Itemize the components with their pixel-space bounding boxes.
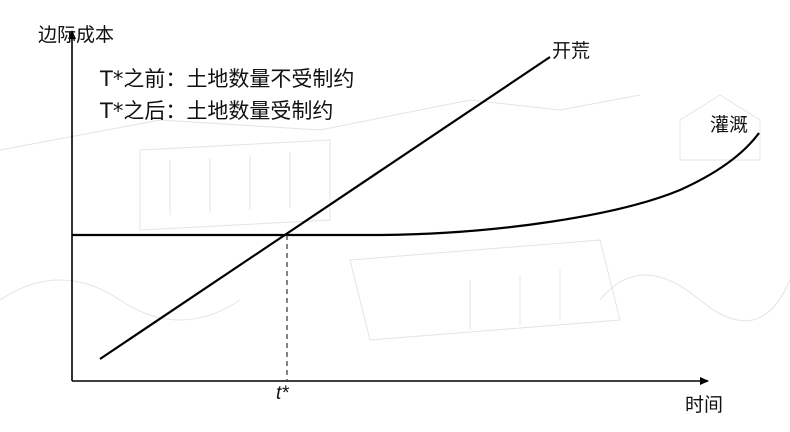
kaihuang-line (99, 56, 551, 360)
note-before: T*之前：土地数量不受制约 (100, 67, 355, 91)
guangai-curve (72, 132, 760, 237)
y-axis-label: 边际成本 (38, 24, 115, 46)
guangai-label: 灌溉 (710, 114, 749, 136)
kaihuang-label: 开荒 (552, 40, 591, 62)
background-sketch (0, 94, 790, 341)
t-star-label: t* (276, 383, 289, 404)
x-axis-label: 时间 (685, 394, 724, 416)
note-after: T*之后：土地数量受制约 (100, 99, 334, 123)
